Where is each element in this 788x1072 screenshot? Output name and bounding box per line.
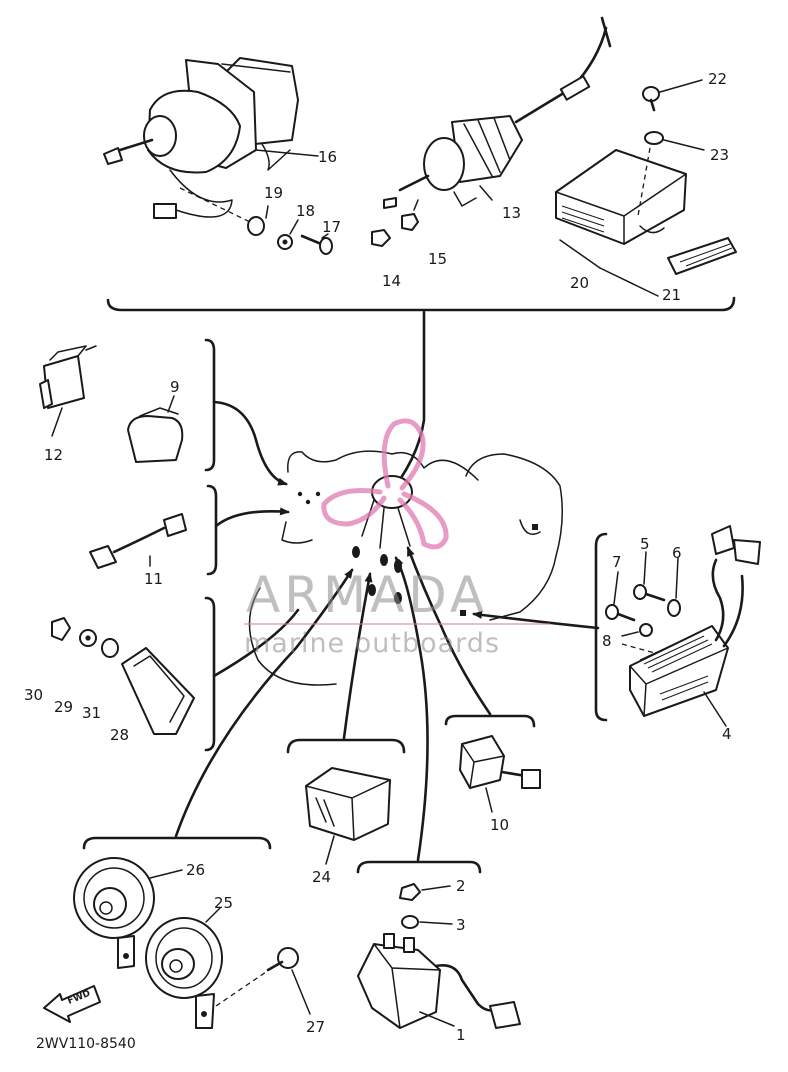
svg-text:marine outboards: marine outboards bbox=[244, 628, 500, 659]
callout-21: 21 bbox=[662, 286, 681, 304]
relay-part9 bbox=[127, 395, 184, 463]
bracket-relay24 bbox=[286, 738, 406, 754]
callout-19: 19 bbox=[264, 184, 283, 202]
leader-solenoid bbox=[394, 556, 429, 862]
callout-7: 7 bbox=[612, 553, 622, 571]
bracket-solenoid-group bbox=[356, 860, 482, 874]
callout-22: 22 bbox=[708, 70, 727, 88]
lamp-lens-part28 bbox=[121, 647, 195, 735]
top-group-bracket bbox=[106, 296, 736, 312]
nut-part30 bbox=[51, 617, 71, 641]
callout-14: 14 bbox=[382, 272, 401, 290]
callout-26: 26 bbox=[186, 861, 205, 879]
callout-6: 6 bbox=[672, 544, 682, 562]
callout-3: 3 bbox=[456, 916, 466, 934]
bracket-regulator-group bbox=[594, 532, 608, 722]
callout-2: 2 bbox=[456, 877, 466, 895]
callout-30: 30 bbox=[24, 686, 43, 704]
bracket-relay10 bbox=[444, 714, 536, 728]
damper-part21 bbox=[559, 237, 737, 297]
screw-part7 bbox=[605, 571, 636, 622]
callout-11: 11 bbox=[144, 570, 163, 588]
callout-31: 31 bbox=[82, 704, 101, 722]
relay-part24 bbox=[305, 767, 391, 865]
bracket-horn-group bbox=[82, 836, 272, 850]
callout-17: 17 bbox=[322, 218, 341, 236]
leader-relay24 bbox=[342, 572, 373, 740]
callout-24: 24 bbox=[312, 868, 331, 886]
bracket-relay-group bbox=[204, 338, 216, 472]
engine-outline bbox=[248, 450, 563, 686]
bracket-harness-group bbox=[206, 484, 218, 576]
cable-actuator-part13 bbox=[398, 16, 612, 207]
washer-part23 bbox=[644, 131, 705, 151]
callout-15: 15 bbox=[428, 250, 447, 268]
screw-part5 bbox=[633, 551, 666, 602]
washer-part6 bbox=[667, 557, 681, 617]
washer-part29 bbox=[79, 629, 97, 647]
nuts-part14-15 bbox=[371, 197, 419, 247]
callout-13: 13 bbox=[502, 204, 521, 222]
callout-4: 4 bbox=[722, 725, 732, 743]
relay-part12 bbox=[39, 345, 97, 437]
callout-27: 27 bbox=[306, 1018, 325, 1036]
leader-horn bbox=[174, 568, 354, 838]
callout-16: 16 bbox=[318, 148, 337, 166]
callout-18: 18 bbox=[296, 202, 315, 220]
leader-relay10 bbox=[406, 546, 492, 716]
callout-29: 29 bbox=[54, 698, 73, 716]
callout-23: 23 bbox=[710, 146, 729, 164]
screw-part22 bbox=[642, 79, 703, 112]
callout-28: 28 bbox=[110, 726, 129, 744]
callout-5: 5 bbox=[640, 535, 650, 553]
hardware-part17-19 bbox=[179, 187, 333, 255]
callout-12: 12 bbox=[44, 446, 63, 464]
watermark: ARMADA marine outboards bbox=[244, 418, 550, 659]
harness-part11 bbox=[89, 513, 187, 569]
nut-part2 bbox=[399, 883, 451, 901]
regulator-part4 bbox=[629, 525, 761, 727]
control-unit-part20 bbox=[555, 147, 687, 245]
motor-assembly-part16 bbox=[103, 57, 319, 219]
washer-part31 bbox=[101, 638, 119, 658]
svg-text:ARMADA: ARMADA bbox=[246, 566, 488, 624]
callout-1: 1 bbox=[456, 1026, 466, 1044]
top-group-leader bbox=[384, 310, 426, 500]
drawing-code: 2WV110-8540 bbox=[36, 1036, 136, 1052]
fwd-arrow-icon: FWD bbox=[43, 985, 101, 1023]
washer-part8 bbox=[621, 623, 681, 661]
watermark-logo-icon bbox=[321, 418, 449, 550]
bolt-part27 bbox=[215, 947, 311, 1015]
horn-part26 bbox=[73, 857, 183, 969]
callout-20: 20 bbox=[570, 274, 589, 292]
starter-relay-part1 bbox=[357, 933, 521, 1029]
callout-25: 25 bbox=[214, 894, 233, 912]
washer-part3 bbox=[401, 915, 453, 929]
horn-part25 bbox=[145, 907, 223, 1029]
callout-8: 8 bbox=[602, 632, 612, 650]
relay-part10 bbox=[459, 735, 541, 813]
bracket-light-group bbox=[204, 596, 216, 752]
leader-regulator bbox=[472, 610, 600, 630]
callout-9: 9 bbox=[170, 378, 180, 396]
callout-10: 10 bbox=[490, 816, 509, 834]
